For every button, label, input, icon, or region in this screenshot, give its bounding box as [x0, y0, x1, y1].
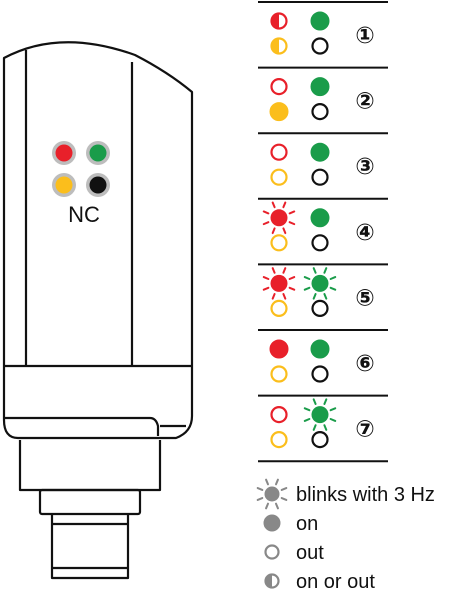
yellow-indicator: [270, 365, 288, 383]
green-indicator: [310, 77, 330, 97]
legend-label: blinks with 3 Hz: [296, 484, 435, 506]
device-leds: [52, 141, 110, 197]
housing-clip: [149, 416, 160, 436]
out-icon: [264, 544, 280, 560]
green-indicator: [303, 267, 337, 300]
legend-label: on or out: [296, 571, 375, 593]
state-row: ⑥: [258, 339, 388, 397]
sensor-device: [2, 41, 194, 580]
legend-item: out: [264, 542, 324, 564]
red-indicator: [270, 77, 288, 96]
device-connector: [50, 514, 130, 580]
blink-icon: [256, 478, 288, 510]
state-row: ①: [258, 11, 388, 69]
yellow-led: [52, 173, 76, 197]
state-number: ①: [355, 23, 374, 49]
legend-label: on: [296, 513, 318, 535]
state-row: ④: [258, 201, 388, 266]
black-led: [86, 173, 110, 197]
state-row: ⑤: [258, 267, 388, 331]
nc-label: NC: [68, 202, 100, 227]
green-indicator: [310, 142, 330, 162]
black-indicator: [311, 365, 329, 383]
black-indicator: [311, 299, 329, 317]
legend-item: blinks with 3 Hz: [256, 478, 435, 510]
state-number: ④: [355, 220, 374, 246]
red-indicator: [269, 339, 289, 359]
black-indicator: [311, 102, 329, 121]
red-indicator: [262, 267, 296, 300]
green-led: [86, 141, 110, 165]
legend-item: on or out: [264, 571, 375, 593]
state-number: ⑤: [355, 285, 374, 311]
red-led: [52, 141, 76, 165]
legend-label: out: [296, 542, 324, 564]
led-state-table: ① ② ③ ④ ⑤ ⑥ ⑦: [258, 1, 388, 463]
green-indicator: [310, 208, 330, 228]
state-row: ②: [258, 77, 388, 135]
state-number: ③: [355, 154, 374, 180]
yellow-indicator: [270, 234, 288, 252]
housing-outline: [2, 41, 194, 440]
state-number: ⑦: [355, 417, 374, 443]
yellow-indicator: [270, 37, 288, 55]
legend: blinks with 3 Hz on out on or out: [256, 478, 435, 593]
device-flange: [38, 488, 142, 516]
green-indicator: [310, 11, 330, 31]
black-indicator: [311, 37, 329, 55]
legend-item: on: [263, 513, 318, 535]
red-indicator: [270, 406, 288, 424]
state-row: ⑦: [258, 398, 388, 463]
black-indicator: [311, 168, 329, 186]
state-number: ②: [355, 89, 374, 115]
black-indicator: [311, 431, 329, 449]
state-row: ③: [258, 142, 388, 200]
red-indicator: [270, 143, 288, 161]
black-indicator: [311, 234, 329, 252]
green-indicator: [303, 398, 337, 431]
on-icon: [263, 514, 281, 532]
device-neck: [18, 440, 162, 492]
state-number: ⑥: [355, 351, 374, 377]
on-or-out-icon: [264, 573, 280, 589]
green-indicator: [310, 339, 330, 359]
yellow-indicator: [269, 102, 289, 122]
red-indicator: [262, 201, 296, 235]
yellow-indicator: [270, 168, 288, 186]
yellow-indicator: [270, 299, 288, 317]
red-indicator: [270, 12, 288, 30]
yellow-indicator: [270, 431, 288, 449]
